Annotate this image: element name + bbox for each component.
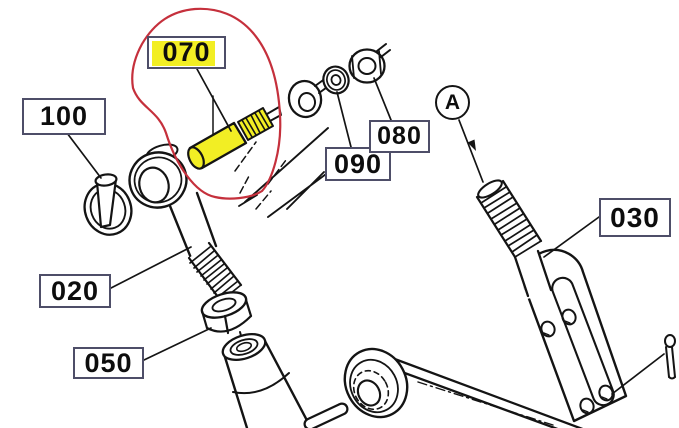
view-marker-a: A bbox=[435, 85, 470, 120]
part-label-070-text: 070 bbox=[162, 37, 211, 67]
part-nut bbox=[348, 43, 391, 84]
part-label-080-text: 080 bbox=[377, 122, 422, 150]
part-label-100-text: 100 bbox=[39, 101, 89, 131]
detail-a-leader bbox=[458, 119, 484, 183]
part-label-090-text: 090 bbox=[333, 148, 383, 179]
part-label-100[interactable]: 100 bbox=[22, 98, 106, 135]
part-jam-nut bbox=[200, 291, 253, 344]
part-label-030-text: 030 bbox=[610, 201, 660, 233]
part-label-050[interactable]: 050 bbox=[73, 347, 144, 379]
part-threaded-shaft bbox=[187, 241, 243, 303]
leader-lines bbox=[66, 68, 665, 395]
part-cotter-pin bbox=[664, 334, 676, 380]
part-lift-rod bbox=[475, 179, 553, 299]
part-label-070[interactable]: 070 bbox=[147, 36, 226, 69]
highlight-mark bbox=[152, 41, 215, 66]
part-rod-end bbox=[128, 143, 218, 260]
part-lynch-pin bbox=[83, 173, 133, 236]
part-label-030[interactable]: 030 bbox=[599, 198, 671, 237]
part-turnbuckle-body bbox=[221, 332, 349, 428]
view-marker-a-text: A bbox=[444, 91, 461, 114]
part-washer bbox=[322, 65, 350, 95]
part-label-020[interactable]: 020 bbox=[39, 274, 111, 308]
part-lift-arm bbox=[343, 347, 584, 428]
arrowhead-icon bbox=[467, 139, 476, 151]
part-pin-highlighted bbox=[187, 106, 282, 170]
selection-circle bbox=[131, 7, 282, 200]
part-label-050-text: 050 bbox=[84, 347, 133, 378]
part-label-080[interactable]: 080 bbox=[369, 120, 430, 153]
part-label-090[interactable]: 090 bbox=[325, 147, 391, 181]
part-label-020-text: 020 bbox=[50, 275, 100, 306]
